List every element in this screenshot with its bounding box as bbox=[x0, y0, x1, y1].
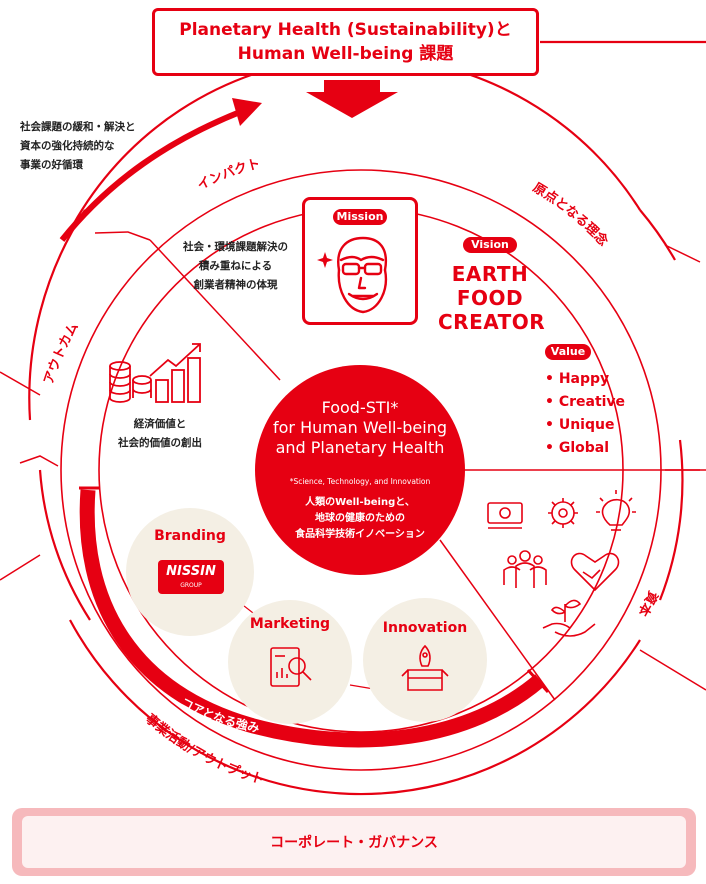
governance-box: コーポレート・ガバナンス bbox=[12, 808, 696, 876]
founder-portrait-icon bbox=[317, 236, 388, 314]
food-sti-core: Food-STI* for Human Well-being and Plane… bbox=[255, 365, 465, 575]
money-icon bbox=[487, 502, 523, 529]
nissin-logo: NISSIN GROUP bbox=[158, 560, 224, 594]
gear-icon bbox=[548, 498, 578, 528]
vision-statement: EARTH FOOD CREATOR bbox=[438, 262, 546, 334]
cycle-line-3: 事業の好循環 bbox=[20, 159, 83, 171]
handshake-heart-icon bbox=[570, 552, 620, 592]
header-line-1: Planetary Health (Sustainability)と bbox=[179, 20, 512, 40]
capital-label: 資本 bbox=[634, 588, 660, 619]
core-title-line-3: and Planetary Health bbox=[275, 438, 445, 457]
vision-line-2: FOOD bbox=[456, 286, 524, 310]
rocket-box-icon bbox=[401, 644, 449, 691]
innovation-label: Innovation bbox=[382, 620, 468, 636]
lightbulb-icon bbox=[596, 490, 636, 531]
marketing-label: Marketing bbox=[249, 616, 331, 632]
people-icon bbox=[503, 550, 547, 588]
impact-label: インパクト bbox=[195, 156, 262, 193]
value-item: • Happy bbox=[545, 371, 610, 387]
core-japanese: 人類のWell-beingと、 地球の健康のための 食品科学技術イノベーション bbox=[255, 495, 465, 543]
value-item: • Global bbox=[545, 440, 609, 456]
nissin-logo-text: NISSIN bbox=[166, 564, 216, 579]
governance-inner: コーポレート・ガバナンス bbox=[22, 816, 686, 868]
governance-label: コーポレート・ガバナンス bbox=[270, 835, 438, 851]
down-arrow-icon bbox=[306, 80, 398, 118]
branding-bubble: Branding NISSIN GROUP bbox=[126, 508, 254, 636]
cycle-line-1: 社会課題の緩和・解決と bbox=[20, 121, 136, 133]
marketing-bubble: Marketing bbox=[228, 600, 352, 724]
branding-label: Branding bbox=[154, 528, 226, 544]
vision-line-3: CREATOR bbox=[438, 310, 546, 334]
value-pill: Value bbox=[545, 344, 591, 360]
value-list: • Happy • Creative • Unique • Global bbox=[545, 368, 625, 460]
value-item: • Creative bbox=[545, 394, 626, 410]
coins-growth-icon bbox=[109, 343, 201, 403]
cycle-line-2: 資本の強化持続的な bbox=[20, 140, 115, 152]
value-item: • Unique bbox=[545, 417, 615, 433]
core-title-line-1: Food-STI* bbox=[321, 398, 399, 417]
header-line-2: Human Well-being 課題 bbox=[237, 44, 454, 64]
impact-line-2: 積み重ねによる bbox=[198, 260, 273, 272]
innovation-bubble: Innovation bbox=[363, 598, 487, 722]
analysis-document-icon bbox=[270, 647, 312, 687]
core-title-line-2: for Human Well-being bbox=[272, 418, 447, 437]
sprout-hand-icon bbox=[542, 599, 596, 637]
mission-pill: Mission bbox=[333, 209, 387, 225]
philosophy-label: 原点となる理念 bbox=[530, 180, 611, 249]
core-jp-line-1: 人類のWell-beingと、 bbox=[305, 497, 415, 508]
outcome-text: 経済価値と 社会的価値の創出 bbox=[100, 415, 220, 453]
core-footnote: *Science, Technology, and Innovation bbox=[289, 477, 431, 486]
vision-line-1: EARTH bbox=[451, 262, 529, 286]
header-box: Planetary Health (Sustainability)と Human… bbox=[152, 8, 539, 76]
impact-line-1: 社会・環境課題解決の bbox=[183, 241, 288, 253]
outcome-line-1: 経済価値と bbox=[133, 418, 187, 430]
core-jp-line-2: 地球の健康のための bbox=[315, 513, 405, 524]
cycle-text: 社会課題の緩和・解決と 資本の強化持続的な 事業の好循環 bbox=[20, 118, 136, 175]
impact-text: 社会・環境課題解決の 積み重ねによる 創業者精神の体現 bbox=[168, 238, 303, 295]
core-jp-line-3: 食品科学技術イノベーション bbox=[295, 529, 425, 540]
mission-box: Mission bbox=[302, 197, 418, 325]
vision-pill: Vision bbox=[463, 237, 517, 253]
outcome-line-2: 社会的価値の創出 bbox=[118, 437, 202, 449]
nissin-logo-sub: GROUP bbox=[180, 582, 202, 589]
impact-line-3: 創業者精神の体現 bbox=[193, 279, 278, 291]
outer-ring-bottom bbox=[69, 619, 641, 796]
core-title: Food-STI* for Human Well-being and Plane… bbox=[255, 398, 465, 458]
cycle-arrow-icon bbox=[232, 98, 262, 126]
